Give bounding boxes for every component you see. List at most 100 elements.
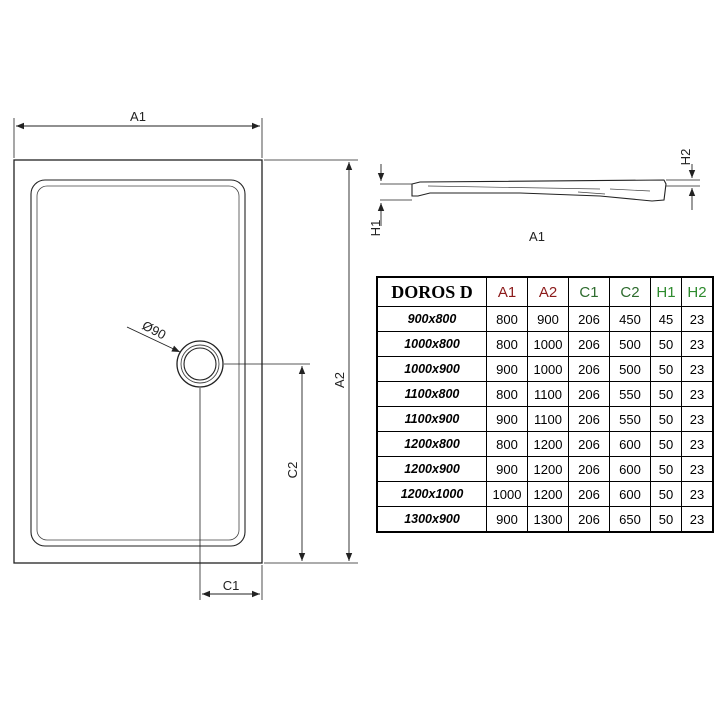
value-cell-h1: 50 <box>650 481 682 507</box>
value-cell-a1: 800 <box>486 431 528 457</box>
value-cell-c2: 650 <box>609 506 651 533</box>
value-cell-h1: 50 <box>650 381 682 407</box>
value-cell-a2: 1200 <box>527 481 569 507</box>
model-cell: 1000x900 <box>376 356 487 382</box>
value-cell-h1: 50 <box>650 506 682 533</box>
dimension-c2 <box>224 363 310 561</box>
value-cell-c2: 450 <box>609 306 651 332</box>
value-cell-h2: 23 <box>681 431 714 457</box>
header-c1: C1 <box>568 276 610 307</box>
header-h1: H1 <box>650 276 682 307</box>
header-a2: A2 <box>527 276 569 307</box>
model-cell: 1200x1000 <box>376 481 487 507</box>
value-cell-c2: 500 <box>609 356 651 382</box>
header-a1: A1 <box>486 276 528 307</box>
profile-view: H1 H2 A1 <box>368 149 700 244</box>
value-cell-c1: 206 <box>568 456 610 482</box>
value-cell-h1: 50 <box>650 456 682 482</box>
value-cell-h2: 23 <box>681 356 714 382</box>
label-c2: C2 <box>285 462 300 479</box>
value-cell-h1: 50 <box>650 431 682 457</box>
value-cell-h1: 45 <box>650 306 682 332</box>
label-diameter: Ø90 <box>140 318 169 343</box>
table-title: DOROS D <box>376 276 487 307</box>
value-cell-a1: 800 <box>486 381 528 407</box>
value-cell-h2: 23 <box>681 381 714 407</box>
value-cell-a2: 1100 <box>527 406 569 432</box>
value-cell-c1: 206 <box>568 406 610 432</box>
value-cell-a1: 800 <box>486 306 528 332</box>
value-cell-a1: 900 <box>486 356 528 382</box>
value-cell-a2: 1200 <box>527 456 569 482</box>
value-cell-c2: 550 <box>609 381 651 407</box>
value-cell-c1: 206 <box>568 356 610 382</box>
tray-basin-inner <box>36 185 240 541</box>
value-cell-c2: 600 <box>609 431 651 457</box>
dimension-a1 <box>13 118 263 158</box>
value-cell-h2: 23 <box>681 406 714 432</box>
value-cell-c2: 600 <box>609 456 651 482</box>
header-c2: C2 <box>609 276 651 307</box>
value-cell-h1: 50 <box>650 331 682 357</box>
model-cell: 1000x800 <box>376 331 487 357</box>
value-cell-c2: 550 <box>609 406 651 432</box>
value-cell-a1: 800 <box>486 331 528 357</box>
label-c1: C1 <box>223 578 240 593</box>
value-cell-a2: 1200 <box>527 431 569 457</box>
label-profile-a1: A1 <box>529 229 545 244</box>
model-cell: 1100x900 <box>376 406 487 432</box>
value-cell-h1: 50 <box>650 356 682 382</box>
label-a2: A2 <box>332 372 347 388</box>
model-cell: 1200x900 <box>376 456 487 482</box>
value-cell-c1: 206 <box>568 381 610 407</box>
plan-view: A1 A2 C2 C1 Ø90 <box>13 109 358 600</box>
label-h1: H1 <box>368 220 383 237</box>
value-cell-h2: 23 <box>681 331 714 357</box>
model-cell: 1200x800 <box>376 431 487 457</box>
header-h2: H2 <box>681 276 714 307</box>
value-cell-h2: 23 <box>681 306 714 332</box>
value-cell-a2: 1000 <box>527 356 569 382</box>
value-cell-c1: 206 <box>568 306 610 332</box>
value-cell-h1: 50 <box>650 406 682 432</box>
value-cell-a1: 900 <box>486 456 528 482</box>
diameter-leader <box>126 326 181 353</box>
value-cell-c1: 206 <box>568 331 610 357</box>
value-cell-c1: 206 <box>568 481 610 507</box>
value-cell-c2: 600 <box>609 481 651 507</box>
value-cell-h2: 23 <box>681 481 714 507</box>
dimension-c1 <box>199 388 263 600</box>
label-h2: H2 <box>678 149 693 166</box>
value-cell-c1: 206 <box>568 431 610 457</box>
tray-profile <box>411 179 667 202</box>
model-cell: 900x800 <box>376 306 487 332</box>
value-cell-c2: 500 <box>609 331 651 357</box>
value-cell-h2: 23 <box>681 456 714 482</box>
model-cell: 1100x800 <box>376 381 487 407</box>
value-cell-c1: 206 <box>568 506 610 533</box>
dimension-a2 <box>264 159 358 564</box>
tray-basin-outer <box>30 179 246 547</box>
value-cell-a2: 1300 <box>527 506 569 533</box>
value-cell-a2: 900 <box>527 306 569 332</box>
value-cell-a1: 1000 <box>486 481 528 507</box>
drain-hole <box>176 340 224 388</box>
value-cell-h2: 23 <box>681 506 714 533</box>
model-cell: 1300x900 <box>376 506 487 533</box>
table-header-row: DOROS D A1 A2 C1 C2 H1 H2 <box>376 276 714 307</box>
tray-outline <box>13 159 263 564</box>
label-a1: A1 <box>130 109 146 124</box>
value-cell-a1: 900 <box>486 506 528 533</box>
